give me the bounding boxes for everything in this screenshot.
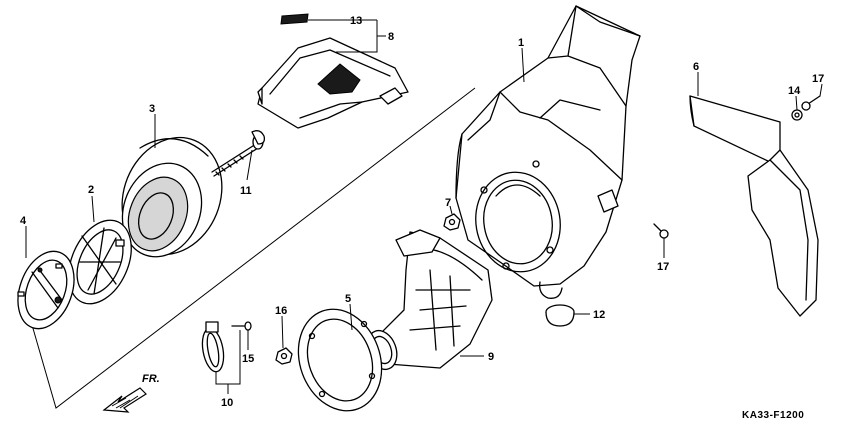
part-filter-cage (68, 219, 132, 305)
part-bolt-17-upper (801, 95, 821, 111)
part-ring-gasket (297, 308, 383, 412)
callout-15: 15 (242, 353, 254, 365)
figure-code: KA33-F1200 (742, 410, 804, 421)
part-clamp-band (201, 321, 225, 373)
callout-16: 16 (275, 305, 287, 317)
part-mud-flap (689, 95, 819, 317)
part-strip-13 (280, 13, 309, 25)
callout-17-lower: 17 (657, 261, 669, 273)
part-screw-15 (231, 321, 252, 331)
callout-5: 5 (345, 293, 351, 305)
callout-6: 6 (693, 61, 699, 73)
callout-10: 10 (221, 397, 233, 409)
front-direction-arrow: FR. (102, 373, 160, 413)
part-nut-16 (275, 347, 293, 365)
part-bolt-17-lower (653, 223, 669, 239)
callout-3: 3 (149, 103, 155, 115)
part-long-bolt (211, 130, 266, 177)
callout-7: 7 (445, 197, 451, 209)
callout-17-upper: 17 (812, 73, 824, 85)
assembly-guide-line (29, 87, 476, 409)
callout-14: 14 (788, 85, 801, 97)
callout-2: 2 (88, 184, 94, 196)
leader-lines (25, 19, 823, 394)
callout-12: 12 (593, 309, 605, 321)
part-nut-14 (791, 109, 803, 121)
part-filter-cap (17, 250, 75, 330)
callout-13: 13 (350, 15, 362, 27)
part-intake-duct (366, 229, 493, 371)
part-air-cleaner-case (455, 5, 641, 299)
callout-1: 1 (518, 37, 524, 49)
front-direction-label: FR. (142, 373, 160, 385)
part-cover-plate (257, 37, 409, 129)
callout-11: 11 (240, 185, 252, 197)
part-filter-housing (121, 136, 223, 258)
callout-4: 4 (20, 215, 27, 227)
part-rubber-cap (545, 304, 575, 327)
part-nut-7 (443, 213, 461, 231)
callout-8: 8 (388, 31, 394, 43)
callout-9: 9 (488, 351, 494, 363)
